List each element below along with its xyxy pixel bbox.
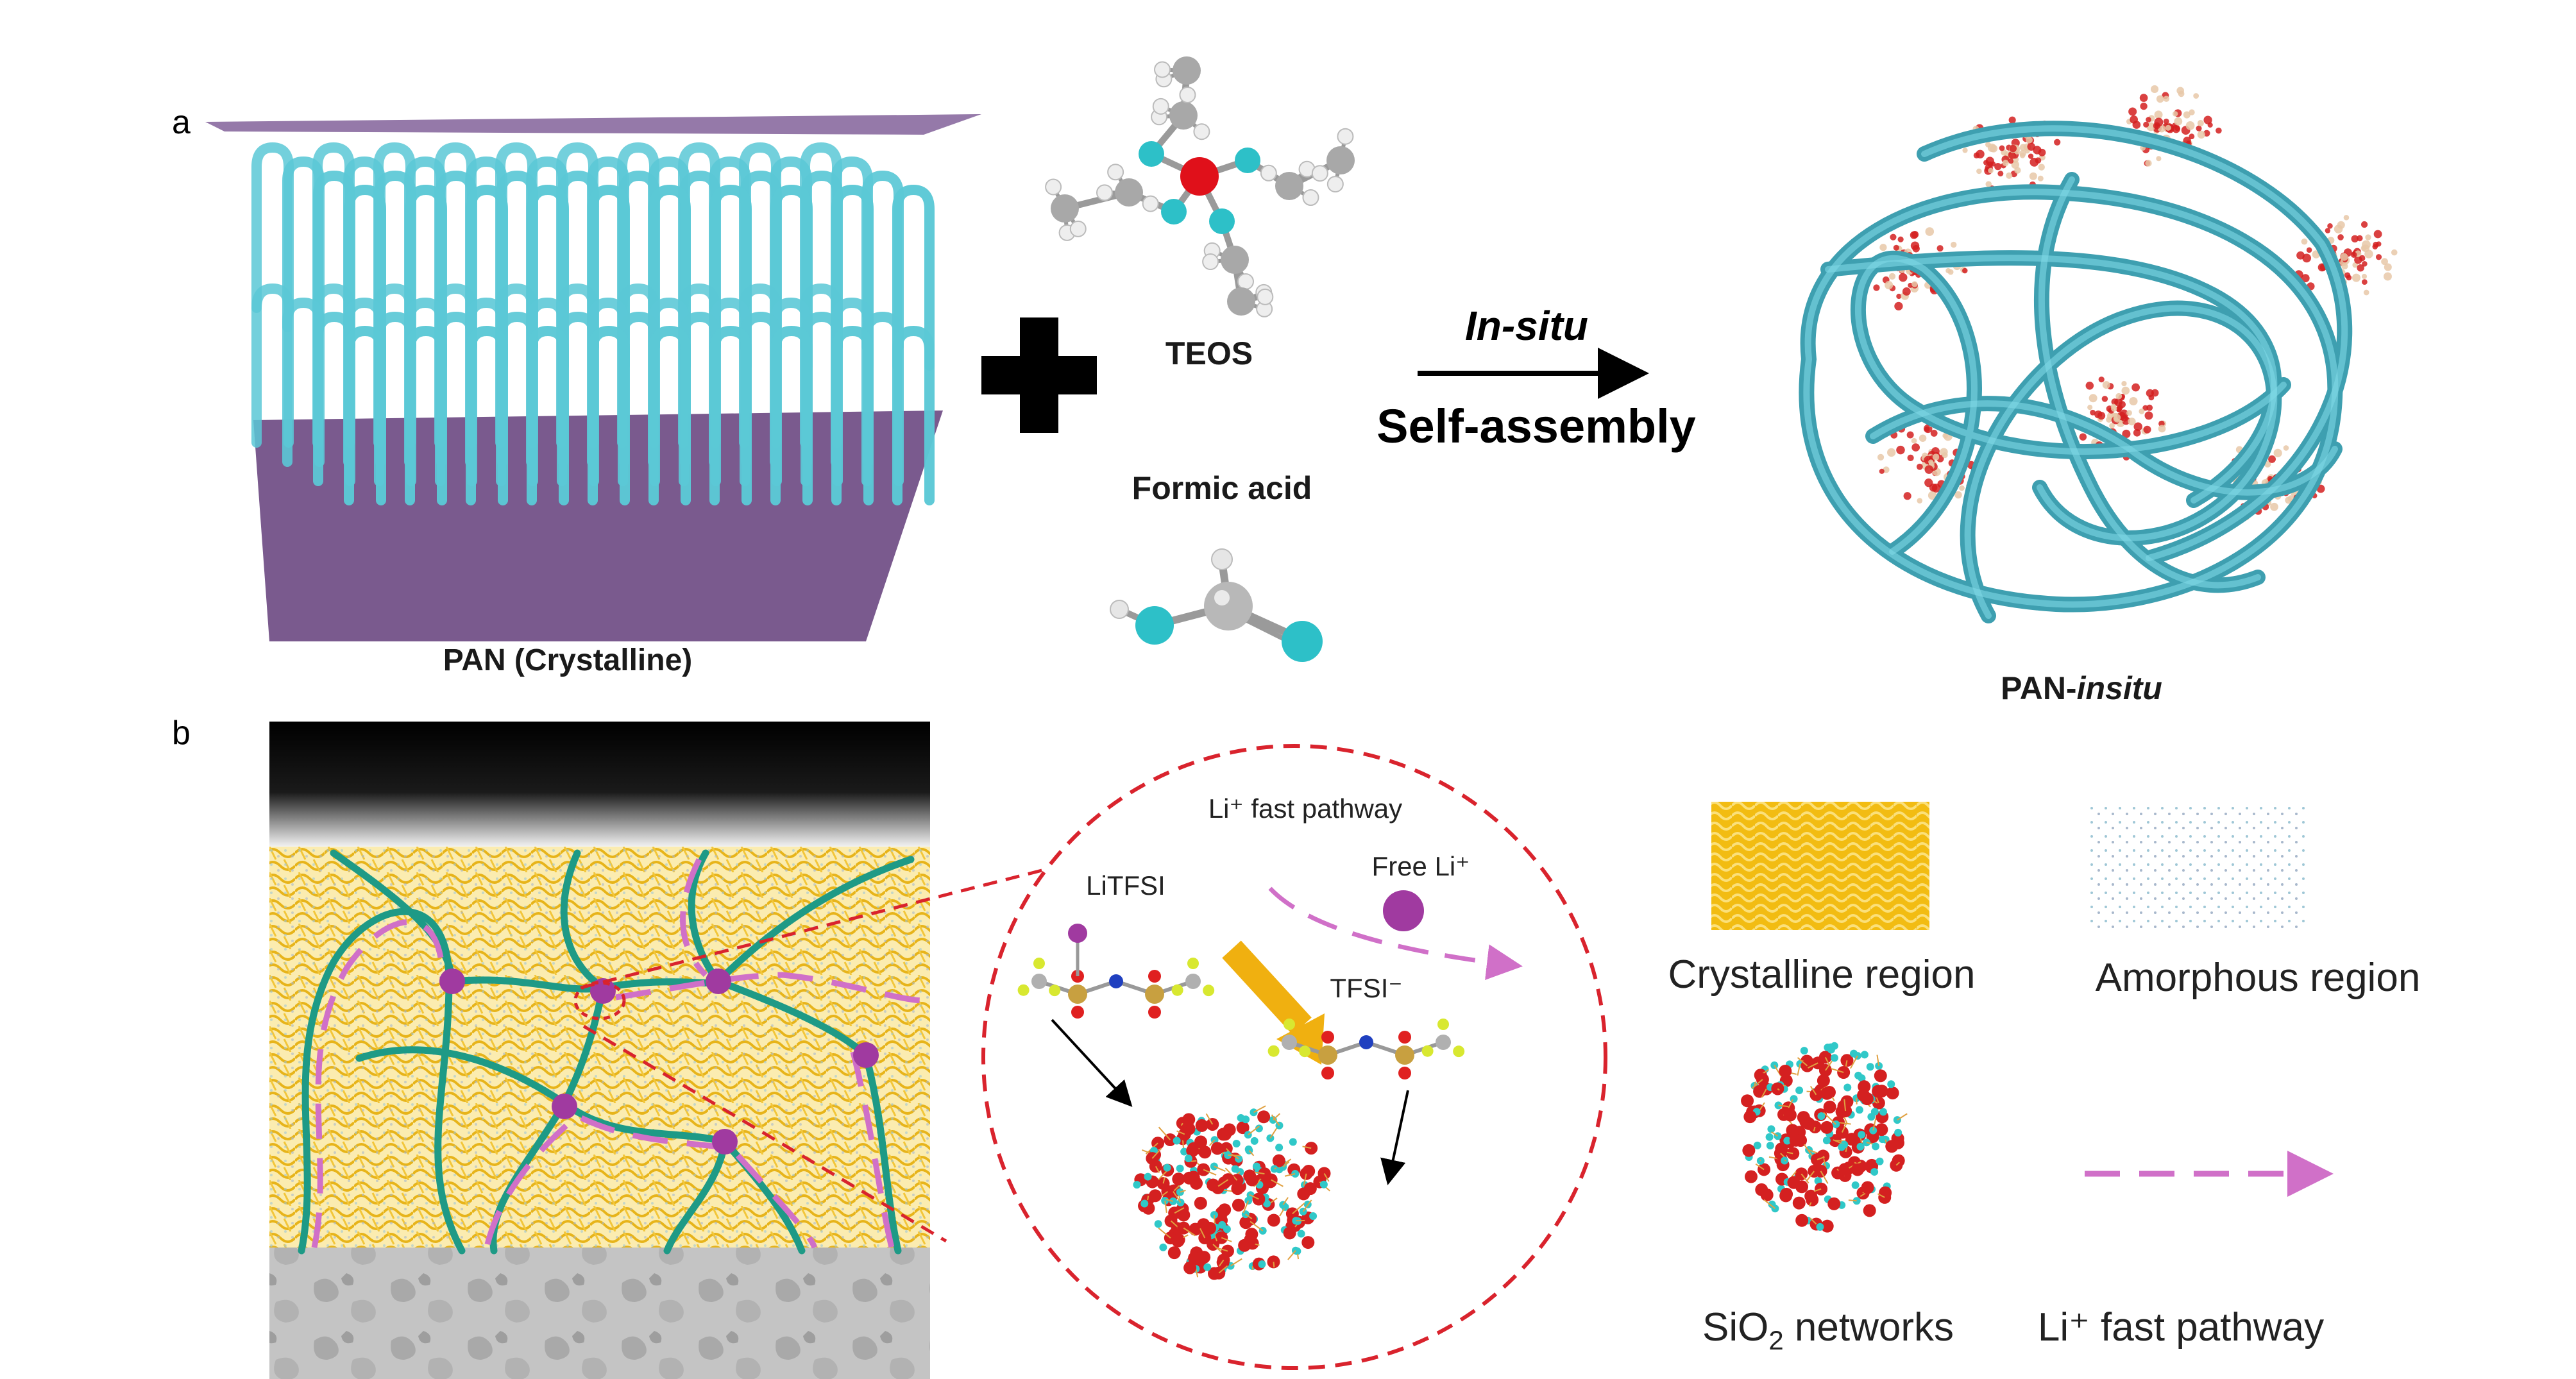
polymer-chain bbox=[298, 908, 466, 1255]
zoom-line-bottom bbox=[582, 1024, 947, 1243]
polymer-chain bbox=[663, 1138, 729, 1255]
arrow-bottom-label: Self-assembly bbox=[1377, 400, 1696, 453]
polymer-chain bbox=[715, 856, 915, 985]
pan-fold-row bbox=[251, 142, 842, 313]
zoom-line-top bbox=[580, 845, 1136, 990]
free-li-ion bbox=[1383, 890, 1424, 931]
pan-insitu-prefix: PAN- bbox=[2001, 670, 2077, 706]
arrow-top-label: In-situ bbox=[1465, 303, 1588, 349]
legend-sio2-swatch bbox=[1741, 1042, 1908, 1233]
li-ion bbox=[439, 969, 465, 994]
zoom-source-marker bbox=[573, 981, 626, 1020]
li-ion bbox=[552, 1094, 577, 1119]
li-pathway-curve bbox=[1268, 886, 1523, 980]
pan-insitu-suffix: insitu bbox=[2077, 670, 2162, 706]
panel-a-label: a bbox=[172, 104, 191, 141]
bottom-electrode bbox=[269, 1248, 930, 1379]
litfsi-label: LiTFSI bbox=[1086, 870, 1165, 901]
electrolyte-schematic bbox=[269, 722, 930, 1379]
legend-crystalline-label: Crystalline region bbox=[1668, 952, 1976, 997]
pan-insitu-illustration bbox=[1799, 85, 2398, 623]
li-ion bbox=[706, 969, 731, 994]
li-ion bbox=[853, 1042, 879, 1068]
teos-label: TEOS bbox=[1165, 335, 1253, 371]
panel-b-label: b bbox=[172, 715, 191, 752]
dissociation-arrow bbox=[1222, 940, 1312, 1035]
zoom-inset bbox=[981, 744, 1607, 1370]
pan-insitu-label: PAN-insitu bbox=[2001, 670, 2162, 706]
legend-sio2-sub: 2 bbox=[1768, 1325, 1783, 1355]
pan-crystalline-label: PAN (Crystalline) bbox=[443, 643, 693, 677]
legend-sio2-rest: networks bbox=[1784, 1305, 1954, 1349]
legend-pathway-label: Li⁺ fast pathway bbox=[2038, 1305, 2324, 1349]
li-pathway bbox=[680, 858, 708, 977]
pan-fold-row bbox=[344, 184, 935, 371]
silicon-atom bbox=[1180, 157, 1219, 196]
formic-acid-label: Formic acid bbox=[1132, 470, 1312, 506]
amorphous-overlay bbox=[269, 847, 930, 1251]
top-electrode bbox=[269, 722, 930, 850]
pan-fold-row bbox=[313, 311, 904, 486]
pan-fold-row bbox=[344, 325, 935, 505]
li-pathway bbox=[850, 1051, 895, 1249]
legend-sio2-main: SiO bbox=[1702, 1305, 1768, 1349]
folded-chains bbox=[251, 142, 935, 505]
legend-amorphous-label: Amorphous region bbox=[2096, 956, 2421, 1000]
legend-crystalline-swatch bbox=[1711, 802, 1929, 930]
free-li-label: Free Li⁺ bbox=[1372, 851, 1470, 881]
legend-amorphous-swatch bbox=[2090, 802, 2308, 930]
pan-fold-row bbox=[313, 170, 904, 351]
legend: Crystalline region Amorphous region SiO2… bbox=[1668, 802, 2421, 1355]
pan-crystalline-illustration bbox=[205, 114, 981, 641]
teos-molecule bbox=[1045, 56, 1355, 317]
li-pathway bbox=[484, 1112, 818, 1249]
formic-acid-molecule bbox=[1110, 548, 1323, 662]
pathway-label: Li⁺ fast pathway bbox=[1208, 793, 1402, 824]
litfsi-to-sio2-arrow bbox=[1051, 1019, 1133, 1107]
li-pathway bbox=[615, 972, 924, 1004]
polymer-chain bbox=[862, 1051, 902, 1255]
tfsi-label: TFSI⁻ bbox=[1330, 973, 1402, 1003]
top-sheet bbox=[205, 114, 981, 135]
tfsi-to-sio2-arrow bbox=[1380, 1090, 1409, 1185]
legend-sio2-label: SiO2 networks bbox=[1702, 1305, 1954, 1355]
plus-icon bbox=[981, 317, 1097, 433]
pan-fold-row bbox=[282, 297, 873, 467]
zoom-circle bbox=[981, 744, 1607, 1370]
li-ion bbox=[712, 1129, 738, 1155]
pan-fold-row bbox=[282, 156, 873, 332]
li-pathway bbox=[311, 919, 446, 1248]
polymer-chain bbox=[330, 849, 723, 993]
pan-fold-row bbox=[251, 283, 842, 448]
